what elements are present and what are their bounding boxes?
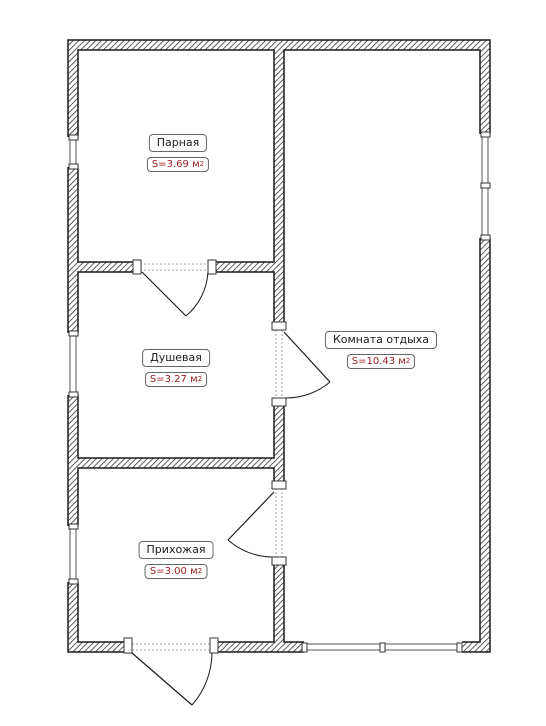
room-label-dushevaya: Душевая S=3.27 м2 [142,346,210,387]
window-right-komnata [479,131,491,241]
room-area: S=3.69 м2 [146,157,210,172]
window-left-dushevaya [67,330,79,398]
room-name: Комната отдыха [324,331,438,349]
room-label-komnata-otdykha: Комната отдыха S=10.43 м2 [324,328,438,369]
room-area: S=3.27 м2 [144,372,208,387]
window-bottom-komnata [301,641,463,653]
room-label-prikhozhaya: Прихожая S=3.00 м2 [138,538,214,579]
room-area: S=10.43 м2 [346,354,416,369]
door-entrance [123,637,219,706]
room-area: S=3.00 м2 [144,564,208,579]
room-name: Прихожая [138,541,214,559]
room-label-parnaya: Парная S=3.69 м2 [146,131,210,172]
window-left-parnaya [67,134,79,170]
door-prikhozhaya-komnata [227,480,287,566]
window-left-prikhozhaya [67,523,79,585]
door-parnaya-dushevaya [132,259,217,317]
door-dushevaya-komnata [271,321,331,407]
room-name: Душевая [142,349,210,367]
room-name: Парная [148,134,208,152]
